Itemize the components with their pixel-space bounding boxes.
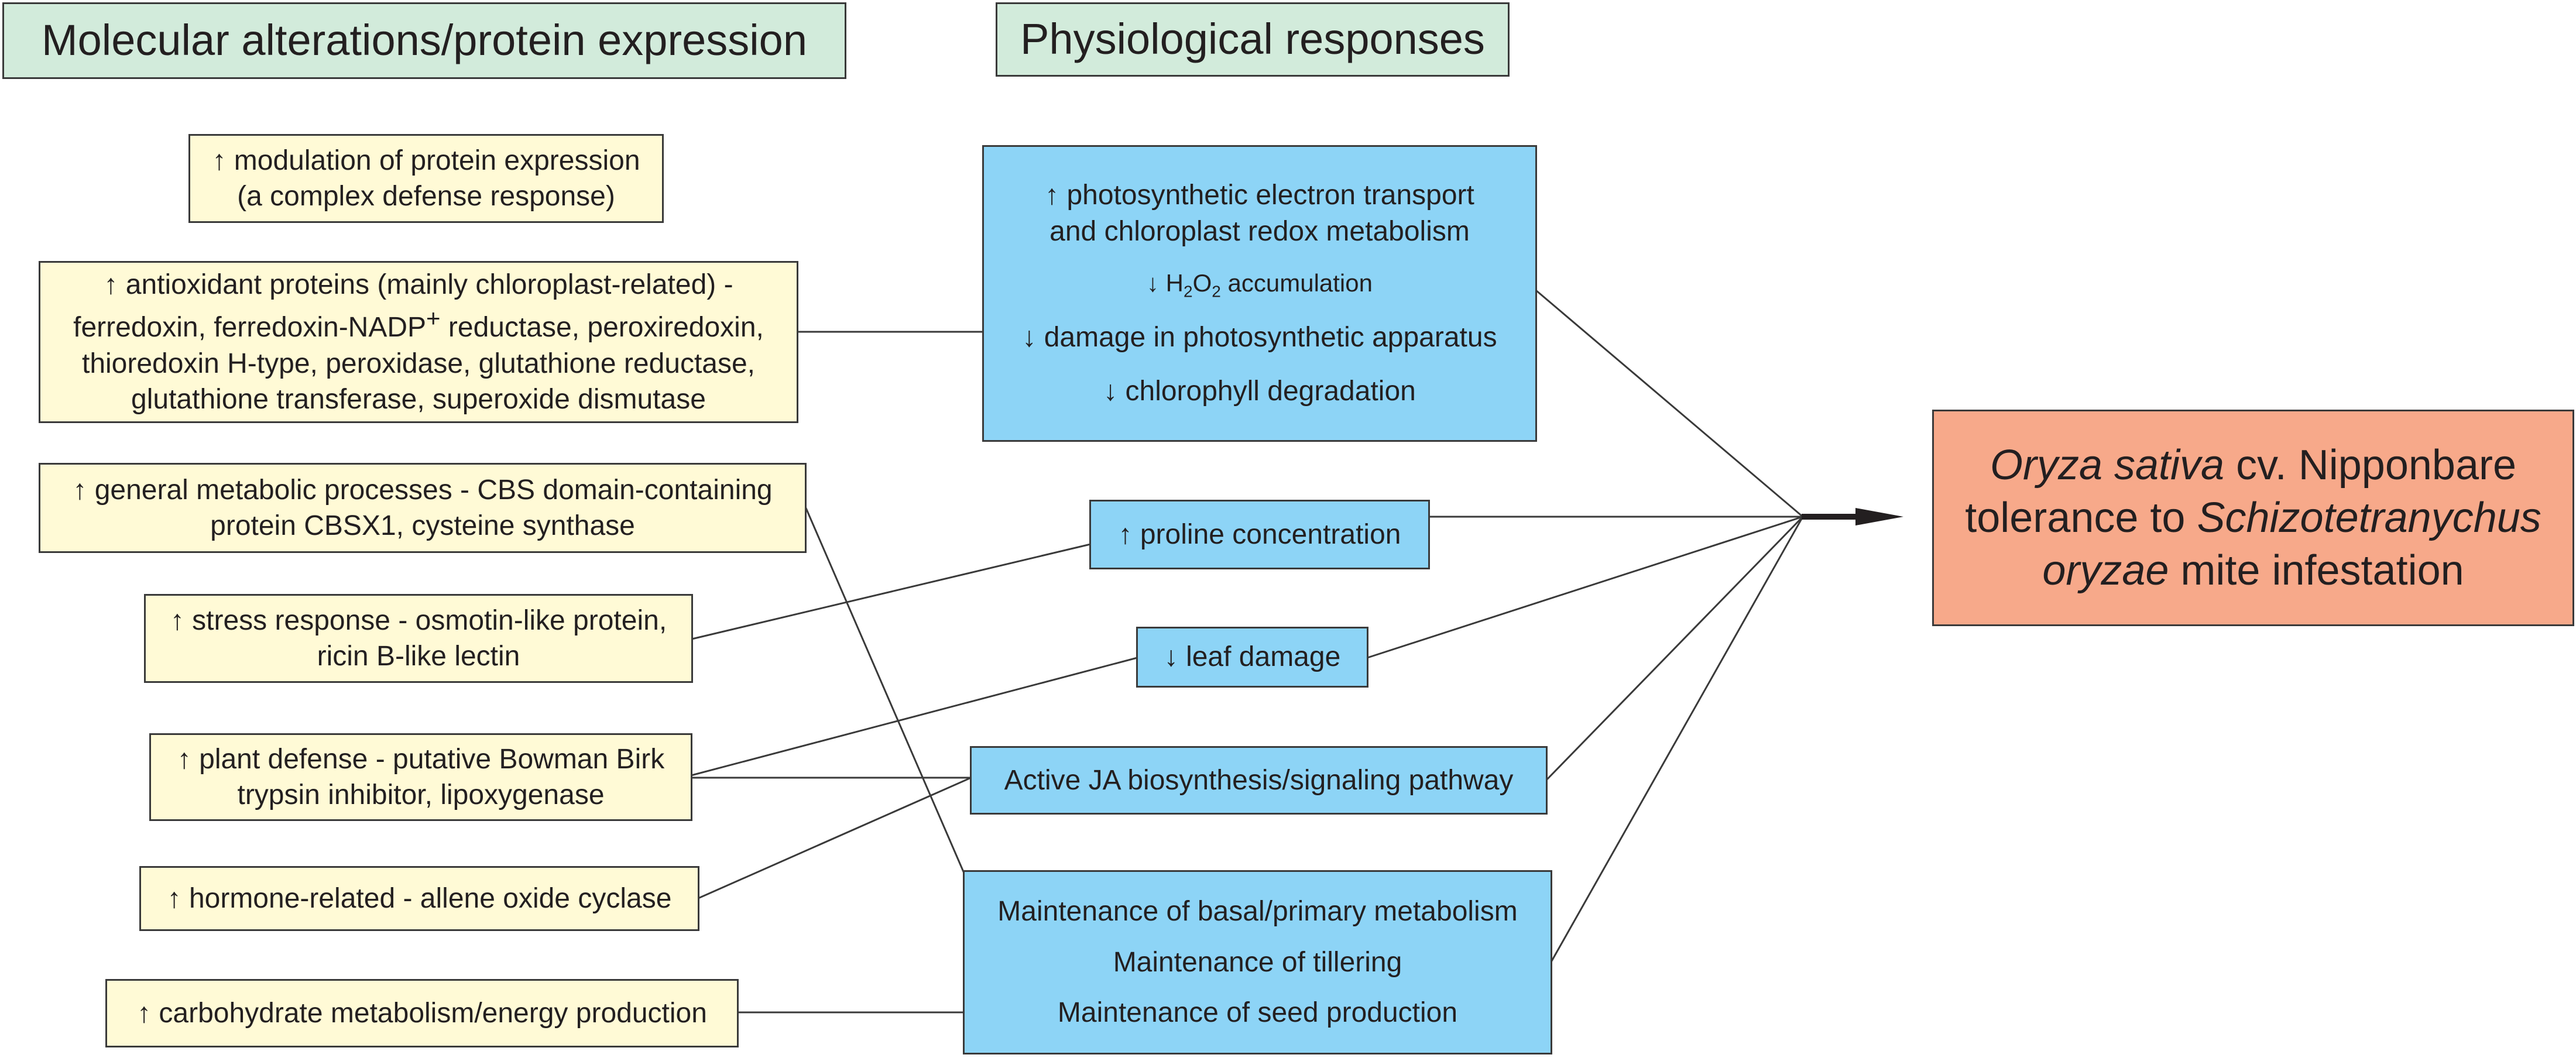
physiological-maintenance-box: Maintenance of basal/primary metabolism … (963, 870, 1552, 1054)
h2o2-sub1: 2 (1184, 282, 1193, 301)
molecular-defense-box: ↑ plant defense - putative Bowman Birk t… (149, 733, 692, 821)
molecular-modulation-line2: (a complex defense response) (237, 181, 615, 212)
physiological-photosynthesis-box: ↑ photosynthetic electron transport and … (982, 145, 1537, 442)
molecular-defense-line1: ↑ plant defense - putative Bowman Birk (177, 743, 665, 775)
leaf-damage-label: ↓ leaf damage (1164, 641, 1341, 673)
molecular-stress-line1: ↑ stress response - osmotin-like protein… (170, 604, 667, 636)
ja-label: Active JA biosynthesis/signaling pathway (1004, 764, 1514, 796)
header-molecular: Molecular alterations/protein expression (2, 2, 846, 79)
result-box: Oryza sativa cv. Nipponbare tolerance to… (1932, 410, 2574, 626)
nadp-superscript: + (426, 304, 441, 332)
molecular-general-line2: protein CBSX1, cysteine synthase (210, 510, 635, 541)
result-mite-genus: Schizotetranychus (2197, 494, 2541, 541)
link-ja-result (1545, 516, 1804, 781)
molecular-stress-line2: ricin B-like lectin (317, 641, 520, 672)
result-line3: oryzae mite infestation (2042, 544, 2464, 597)
molecular-general-line1: ↑ general metabolic processes - CBS doma… (73, 474, 773, 506)
photosynthesis-line1: ↑ photosynthetic electron transport (1045, 180, 1474, 211)
link-hormone-ja (698, 777, 972, 899)
photosynthetic-damage: ↓ damage in photosynthetic apparatus (1022, 322, 1497, 353)
physiological-proline-box: ↑ proline concentration (1089, 500, 1430, 569)
photosynthesis-line2: and chloroplast redox metabolism (1049, 215, 1470, 247)
molecular-hormone-line1: ↑ hormone-related - allene oxide cyclase (167, 882, 672, 914)
result-line2: tolerance to Schizotetranychus (1965, 492, 2541, 544)
molecular-antioxidant-box: ↑ antioxidant proteins (mainly chloropla… (39, 261, 798, 423)
molecular-stress-box: ↑ stress response - osmotin-like protein… (144, 594, 693, 683)
link-maintenance-result (1550, 516, 1804, 963)
chlorophyll-degradation: ↓ chlorophyll degradation (1103, 376, 1416, 407)
proline-label: ↑ proline concentration (1118, 518, 1401, 550)
maintenance-basal: Maintenance of basal/primary metabolism (997, 896, 1518, 928)
link-defense-leafdamage (691, 657, 1138, 777)
physiological-leaf-damage-box: ↓ leaf damage (1136, 627, 1368, 688)
header-molecular-label: Molecular alterations/protein expression (41, 16, 807, 65)
link-general-maintenance (804, 506, 965, 874)
h2o2-o: O (1192, 269, 1212, 297)
molecular-antioxidant-line2: ferredoxin, ferredoxin-NADP+ reductase, … (73, 303, 764, 345)
link-leafdamage-result (1367, 516, 1803, 659)
molecular-modulation-box: ↑ modulation of protein expression (a co… (188, 134, 664, 223)
result-infestation: mite infestation (2169, 547, 2464, 594)
result-mite-species: oryzae (2042, 547, 2169, 594)
molecular-carbohydrate-line1: ↑ carbohydrate metabolism/energy product… (137, 997, 707, 1029)
h2o2-rest: accumulation (1220, 269, 1373, 297)
molecular-antioxidant-line2-a: ferredoxin, ferredoxin-NADP (73, 312, 427, 343)
molecular-carbohydrate-box: ↑ carbohydrate metabolism/energy product… (105, 979, 739, 1047)
physiological-ja-box: Active JA biosynthesis/signaling pathway (970, 746, 1548, 815)
h2o2-sub2: 2 (1212, 282, 1221, 301)
result-tolerance: tolerance to (1965, 494, 2197, 541)
molecular-antioxidant-line1: ↑ antioxidant proteins (mainly chloropla… (104, 269, 733, 300)
result-line1: Oryza sativa cv. Nipponbare (1990, 439, 2516, 492)
molecular-antioxidant-line2-b: reductase, peroxiredoxin, (440, 312, 764, 343)
molecular-defense-line2: trypsin inhibitor, lipoxygenase (237, 779, 605, 810)
arrow-head (1855, 508, 1903, 525)
header-physiological: Physiological responses (996, 2, 1510, 77)
result-cultivar: cv. Nipponbare (2224, 442, 2517, 489)
molecular-modulation-line1: ↑ modulation of protein expression (212, 145, 640, 176)
molecular-general-box: ↑ general metabolic processes - CBS doma… (39, 463, 807, 553)
maintenance-tillering: Maintenance of tillering (1113, 946, 1402, 978)
h2o2-arrow-h: ↓ H (1147, 269, 1184, 297)
link-photosynthesis-result (1535, 289, 1803, 518)
molecular-antioxidant-line4: glutathione transferase, superoxide dism… (131, 383, 706, 415)
molecular-hormone-box: ↑ hormone-related - allene oxide cyclase (139, 866, 699, 931)
h2o2-accumulation: ↓ H2O2 accumulation (1147, 267, 1373, 302)
link-stress-proline (691, 543, 1091, 640)
molecular-antioxidant-line3: thioredoxin H-type, peroxidase, glutathi… (81, 348, 756, 379)
photosynthesis-transport-text: ↑ photosynthetic electron transport and … (1045, 177, 1474, 249)
maintenance-seed: Maintenance of seed production (1057, 997, 1458, 1029)
result-species: Oryza sativa (1990, 442, 2225, 489)
header-physiological-label: Physiological responses (1020, 15, 1485, 64)
